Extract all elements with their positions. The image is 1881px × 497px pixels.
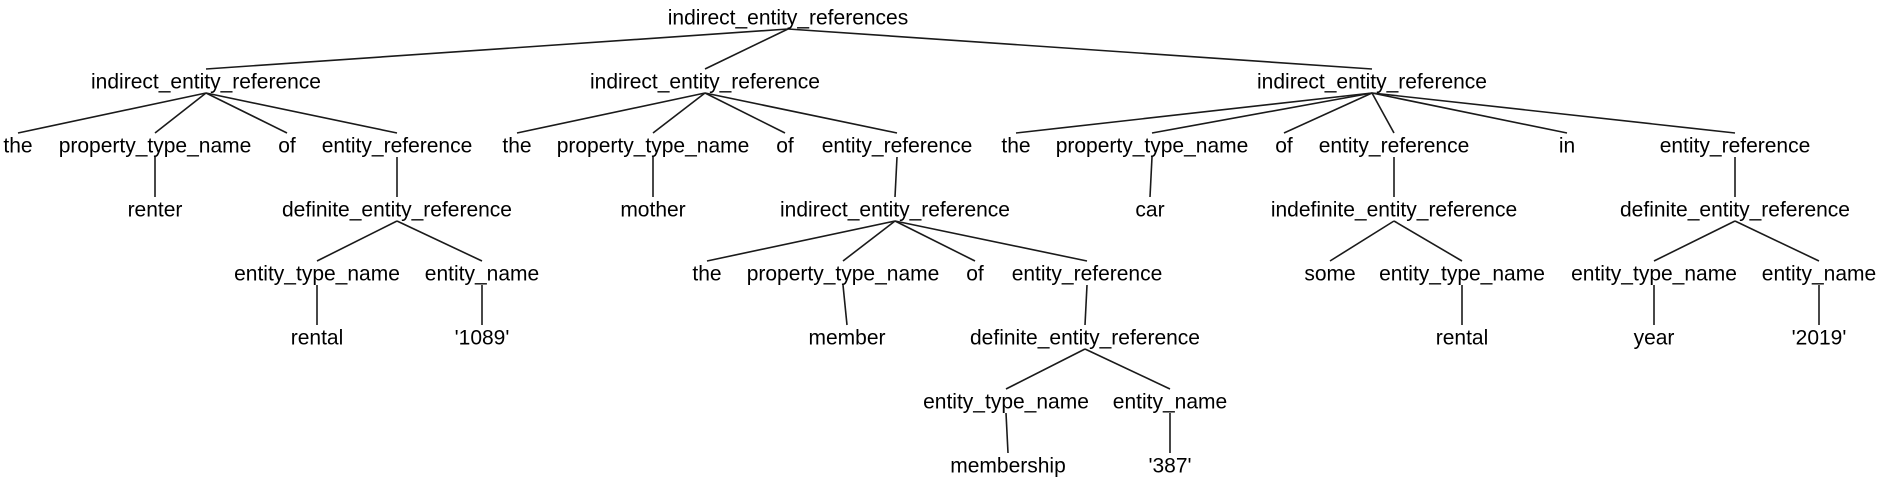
- tree-edge: [787, 28, 1373, 70]
- tree-edge: [704, 28, 789, 70]
- tree-node-property-type-name: property_type_name: [557, 135, 750, 158]
- tree-node-indirect-entity-reference: indirect_entity_reference: [91, 71, 321, 94]
- tree-edge: [1371, 92, 1395, 134]
- tree-node-entity-reference: entity_reference: [1319, 135, 1470, 158]
- tree-node-of: of: [966, 263, 984, 286]
- tree-edge: [894, 156, 898, 198]
- tree-edge: [1005, 348, 1086, 390]
- tree-node-definite-entity-reference: definite_entity_reference: [282, 199, 512, 222]
- tree-edge: [842, 284, 848, 326]
- tree-node-entity-type-name: entity_type_name: [1571, 263, 1737, 286]
- tree-node-indirect-entity-reference: indirect_entity_reference: [1257, 71, 1487, 94]
- tree-edge: [205, 92, 288, 134]
- tree-node-of: of: [1275, 135, 1293, 158]
- tree-node-the: the: [692, 263, 721, 286]
- tree-edge: [652, 92, 706, 134]
- tree-edge: [1283, 92, 1373, 134]
- tree-edge: [205, 92, 398, 134]
- tree-edge: [894, 220, 976, 262]
- tree-edge: [894, 220, 1088, 262]
- tree-node-indirect-entity-reference: indirect_entity_reference: [780, 199, 1010, 222]
- tree-node-rental: rental: [1436, 327, 1489, 350]
- tree-node-entity-reference: entity_reference: [1012, 263, 1163, 286]
- tree-node-entity-name: entity_name: [1113, 391, 1227, 414]
- tree-node-entity-name: entity_name: [1762, 263, 1876, 286]
- tree-edge: [706, 220, 896, 262]
- tree-node-property-type-name: property_type_name: [59, 135, 252, 158]
- tree-edges: [17, 28, 1820, 454]
- tree-node-the: the: [502, 135, 531, 158]
- tree-edge: [1149, 156, 1153, 198]
- tree-node-rental: rental: [291, 327, 344, 350]
- tree-edge: [704, 92, 898, 134]
- tree-nodes: indirect_entity_references indirect_entit…: [3, 7, 1876, 478]
- tree-node-car: car: [1135, 199, 1164, 222]
- tree-node-entity-reference: entity_reference: [822, 135, 973, 158]
- tree-edge: [1005, 412, 1009, 454]
- tree-edge: [1015, 92, 1373, 134]
- tree-node-indirect-entity-references: indirect_entity_references: [668, 7, 908, 30]
- tree-edge: [1329, 220, 1395, 262]
- tree-node-indirect-entity-reference: indirect_entity_reference: [590, 71, 820, 94]
- tree-edge: [842, 220, 896, 262]
- tree-edge: [396, 220, 483, 262]
- tree-node-mother: mother: [620, 199, 685, 222]
- tree-node-of: of: [776, 135, 794, 158]
- tree-edge: [1084, 348, 1171, 390]
- tree-node-membership: membership: [950, 455, 1066, 478]
- tree-node-entity-name: entity_name: [425, 263, 539, 286]
- tree-node-387: '387': [1148, 455, 1191, 478]
- tree-edge: [1084, 284, 1088, 326]
- tree-edge: [1151, 92, 1373, 134]
- tree-node-entity-reference: entity_reference: [322, 135, 473, 158]
- tree-edge: [516, 92, 706, 134]
- tree-node-property-type-name: property_type_name: [747, 263, 940, 286]
- tree-node-property-type-name: property_type_name: [1056, 135, 1249, 158]
- tree-edge: [1371, 92, 1736, 134]
- tree-edge: [1371, 92, 1568, 134]
- tree-node-entity-type-name: entity_type_name: [234, 263, 400, 286]
- tree-edge: [1734, 220, 1820, 262]
- tree-node-of: of: [278, 135, 296, 158]
- tree-edge: [316, 220, 398, 262]
- tree-node-renter: renter: [128, 199, 183, 222]
- tree-edge: [154, 92, 207, 134]
- tree-edge: [1393, 220, 1463, 262]
- tree-node-2019: '2019': [1792, 327, 1847, 350]
- tree-node-the: the: [1001, 135, 1030, 158]
- tree-node-in: in: [1559, 135, 1575, 158]
- tree-node-member: member: [808, 327, 885, 350]
- tree-node-the: the: [3, 135, 32, 158]
- tree-edge: [704, 92, 786, 134]
- tree-node-year: year: [1634, 327, 1675, 350]
- tree-node-entity-type-name: entity_type_name: [1379, 263, 1545, 286]
- tree-node-1089: '1089': [455, 327, 510, 350]
- tree-node-some: some: [1304, 263, 1355, 286]
- tree-node-definite-entity-reference: definite_entity_reference: [1620, 199, 1850, 222]
- tree-node-entity-type-name: entity_type_name: [923, 391, 1089, 414]
- tree-edge: [205, 28, 789, 70]
- tree-node-definite-entity-reference: definite_entity_reference: [970, 327, 1200, 350]
- tree-edge: [1653, 220, 1736, 262]
- tree-node-entity-reference: entity_reference: [1660, 135, 1811, 158]
- tree-edge: [17, 92, 207, 134]
- tree-node-indefinite-entity-reference: indefinite_entity_reference: [1271, 199, 1517, 222]
